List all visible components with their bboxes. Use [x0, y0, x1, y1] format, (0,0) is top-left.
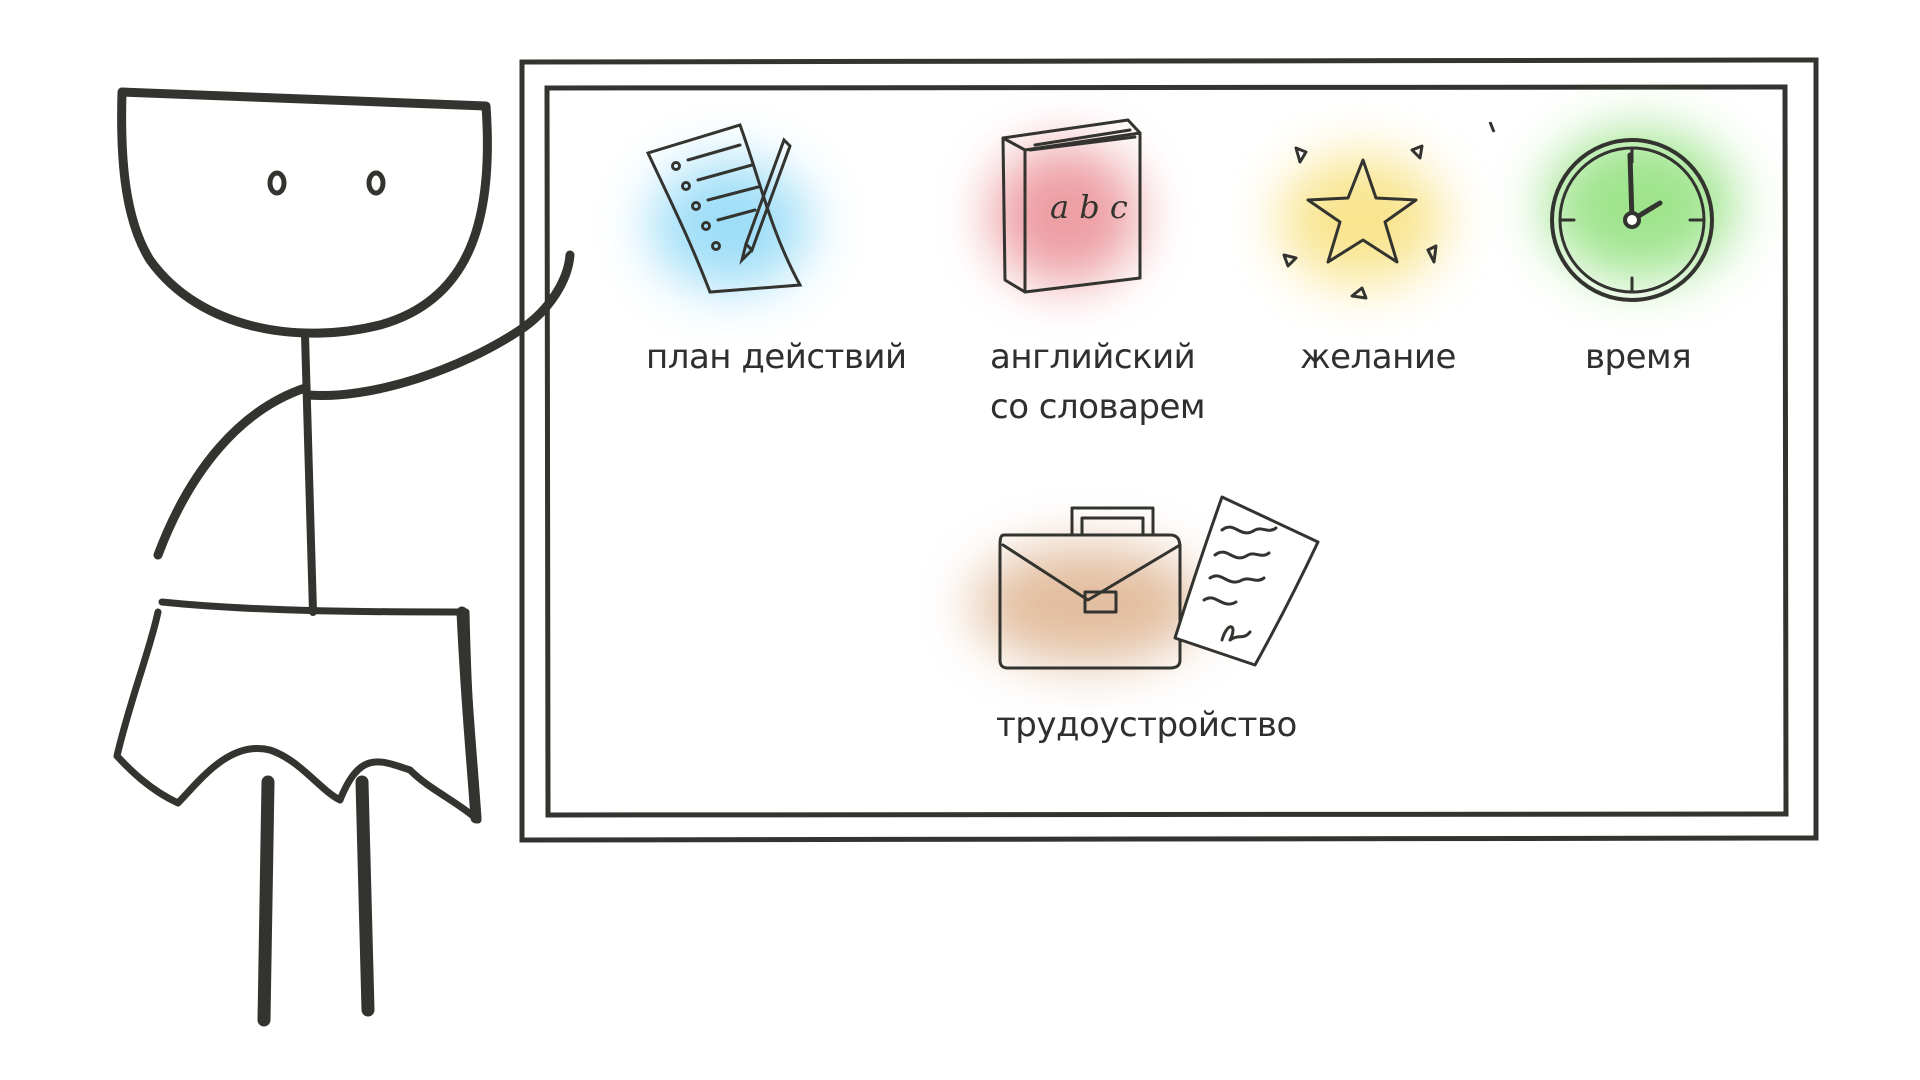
briefcase-document-icon — [973, 495, 1320, 670]
label-job: трудоустройство — [996, 705, 1297, 745]
checklist-pencil-icon — [645, 123, 810, 294]
star-icon — [1280, 121, 1496, 300]
book-letters: a b c — [1050, 188, 1128, 226]
stick-figure-teacher — [113, 87, 575, 1027]
right-eye-icon — [366, 170, 386, 196]
label-wish: желание — [1300, 337, 1456, 377]
left-eye-icon — [267, 170, 287, 196]
clock-icon — [1545, 130, 1735, 302]
board-frame — [519, 57, 1819, 843]
label-english-line1: английский — [990, 337, 1196, 377]
label-time: время — [1585, 337, 1692, 377]
label-plan: план действий — [646, 337, 907, 377]
label-english-line2: со словарем — [990, 387, 1206, 427]
label-english: английский со словарем — [990, 332, 1206, 432]
abc-book-icon: a b c — [990, 118, 1142, 294]
